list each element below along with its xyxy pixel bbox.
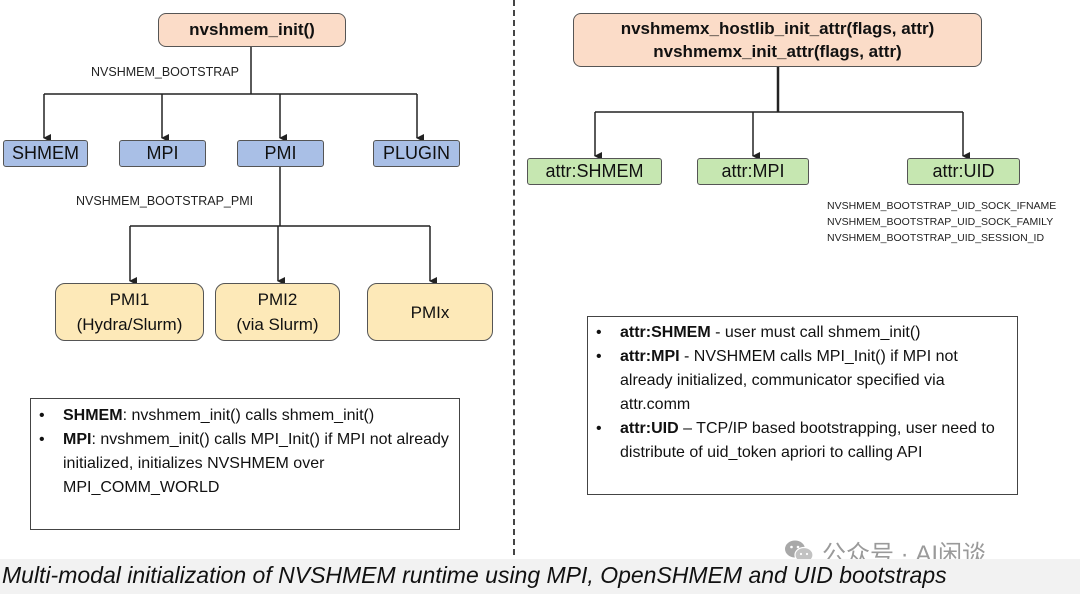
pmi2-line1: PMI2 <box>257 290 298 309</box>
bullet: • <box>596 420 602 437</box>
note-text: : nvshmem_init() calls shmem_init() <box>122 407 375 424</box>
pmi1-line1: PMI1 <box>109 290 150 309</box>
note-shmem: • SHMEM: nvshmem_init() calls shmem_init… <box>31 404 453 428</box>
nvshmem-init-label: nvshmem_init() <box>189 20 315 39</box>
attr-shmem-node: attr:SHMEM <box>527 158 662 185</box>
init-attr-node: nvshmemx_hostlib_init_attr(flags, attr) … <box>573 13 982 67</box>
init-attr-line1: nvshmemx_hostlib_init_attr(flags, attr) <box>620 19 935 38</box>
note-text: - user must call shmem_init() <box>710 324 921 341</box>
attr-mpi-node: attr:MPI <box>697 158 809 185</box>
attr-uid-label: attr:UID <box>932 161 995 181</box>
uid-env-var-3: NVSHMEM_BOOTSTRAP_UID_SESSION_ID <box>827 232 1045 244</box>
note-text: : nvshmem_init() calls MPI_Init() if MPI… <box>63 431 449 496</box>
plugin-node: PLUGIN <box>373 140 460 167</box>
left-notes-box: • SHMEM: nvshmem_init() calls shmem_init… <box>30 398 460 530</box>
note-term: attr:UID <box>620 420 679 437</box>
bootstrap-pmi-env-label: NVSHMEM_BOOTSTRAP_PMI <box>76 194 254 208</box>
mpi-node-label: MPI <box>146 143 179 163</box>
bullet: • <box>39 431 45 448</box>
attr-uid-node: attr:UID <box>907 158 1020 185</box>
note-term: MPI <box>63 431 92 448</box>
shmem-node-label: SHMEM <box>12 143 79 163</box>
note-text: - NVSHMEM calls MPI_Init() if MPI not al… <box>620 348 958 413</box>
note-term: attr:MPI <box>620 348 680 365</box>
pmi2-node: PMI2 (via Slurm) <box>215 283 340 341</box>
attr-mpi-label: attr:MPI <box>721 161 785 181</box>
pmix-node: PMIx <box>367 283 493 341</box>
shmem-node: SHMEM <box>3 140 88 167</box>
note-attr-uid: • attr:UID – TCP/IP based bootstrapping,… <box>588 417 1011 465</box>
right-notes-box: • attr:SHMEM - user must call shmem_init… <box>587 316 1018 495</box>
pmi1-line2: (Hydra/Slurm) <box>76 315 183 334</box>
bullet: • <box>596 324 602 341</box>
note-term: attr:SHMEM <box>620 324 711 341</box>
bullet: • <box>596 348 602 365</box>
pmix-label: PMIx <box>410 302 450 322</box>
mpi-node: MPI <box>119 140 206 167</box>
figure-caption: Multi-modal initialization of NVSHMEM ru… <box>2 562 947 588</box>
pmi-node: PMI <box>237 140 324 167</box>
note-text: – TCP/IP based bootstrapping, user need … <box>620 420 995 461</box>
pmi1-node: PMI1 (Hydra/Slurm) <box>55 283 204 341</box>
caption-bar: Multi-modal initialization of NVSHMEM ru… <box>0 559 1080 594</box>
section-divider <box>513 0 515 555</box>
note-term: SHMEM <box>63 407 123 424</box>
note-attr-shmem: • attr:SHMEM - user must call shmem_init… <box>588 321 1011 345</box>
bullet: • <box>39 407 45 424</box>
uid-env-var-1: NVSHMEM_BOOTSTRAP_UID_SOCK_IFNAME <box>827 200 1057 212</box>
note-attr-mpi: • attr:MPI - NVSHMEM calls MPI_Init() if… <box>588 345 1011 417</box>
plugin-node-label: PLUGIN <box>382 143 451 163</box>
nvshmem-init-node: nvshmem_init() <box>158 13 346 47</box>
init-attr-line2: nvshmemx_init_attr(flags, attr) <box>653 42 902 61</box>
note-mpi: • MPI: nvshmem_init() calls MPI_Init() i… <box>31 428 453 500</box>
bootstrap-env-label: NVSHMEM_BOOTSTRAP <box>91 65 239 79</box>
pmi2-line2: (via Slurm) <box>236 315 319 334</box>
attr-shmem-label: attr:SHMEM <box>545 161 644 181</box>
pmi-node-label: PMI <box>264 143 297 163</box>
uid-env-var-2: NVSHMEM_BOOTSTRAP_UID_SOCK_FAMILY <box>827 216 1054 228</box>
